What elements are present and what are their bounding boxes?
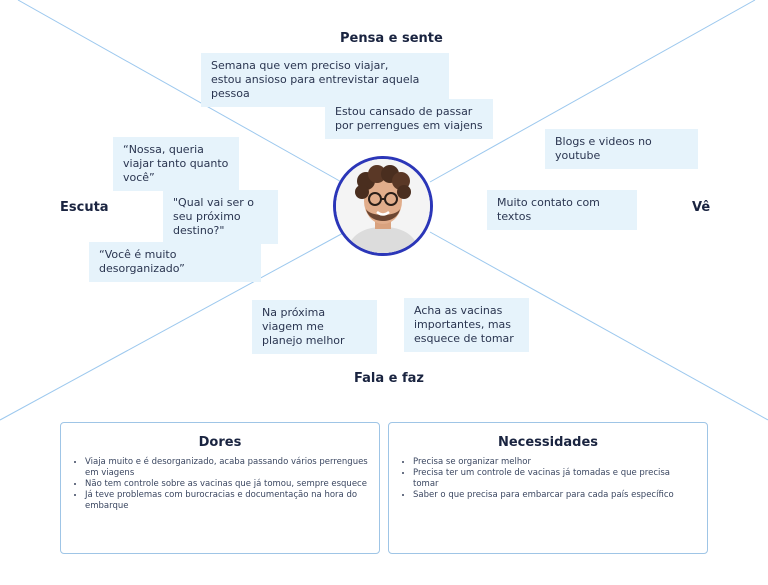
list-item: Saber o que precisa para embarcar para c… bbox=[413, 490, 697, 501]
necessidades-list: Precisa se organizar melhor Precisa ter … bbox=[403, 457, 697, 501]
sticky-note-textos: Muito contato com textos bbox=[487, 190, 637, 230]
sticky-note-proximo-destino: "Qual vai ser o seu próximo destino?" bbox=[163, 190, 278, 244]
sticky-note-vacinas: Acha as vacinas importantes, mas esquece… bbox=[404, 298, 529, 352]
section-title-fala-faz: Fala e faz bbox=[354, 371, 424, 386]
dores-list: Viaja muito e é desorganizado, acaba pas… bbox=[75, 457, 369, 512]
necessidades-card: Necessidades Precisa se organizar melhor… bbox=[388, 422, 708, 554]
section-title-escuta: Escuta bbox=[60, 200, 109, 215]
sticky-note-nossa: “Nossa, queria viajar tanto quanto você” bbox=[113, 137, 239, 191]
necessidades-title: Necessidades bbox=[497, 435, 599, 450]
sticky-note-viajar: Semana que vem preciso viajar, estou ans… bbox=[201, 53, 449, 107]
list-item: Viaja muito e é desorganizado, acaba pas… bbox=[85, 457, 369, 479]
sticky-note-planejo: Na próxima viagem me planejo melhor bbox=[252, 300, 377, 354]
section-title-ve: Vê bbox=[692, 200, 711, 215]
dores-card: Dores Viaja muito e é desorganizado, aca… bbox=[60, 422, 380, 554]
persona-avatar bbox=[333, 156, 433, 256]
dores-title: Dores bbox=[198, 435, 242, 450]
list-item: Já teve problemas com burocracias e docu… bbox=[85, 490, 369, 512]
sticky-note-cansado: Estou cansado de passar por perrengues e… bbox=[325, 99, 493, 139]
list-item: Não tem controle sobre as vacinas que já… bbox=[85, 479, 369, 490]
list-item: Precisa se organizar melhor bbox=[413, 457, 697, 468]
list-item: Precisa ter um controle de vacinas já to… bbox=[413, 468, 697, 490]
section-title-pensa-sente: Pensa e sente bbox=[340, 31, 443, 46]
sticky-note-blogs: Blogs e videos no youtube bbox=[545, 129, 698, 169]
sticky-note-desorganizado: “Você é muito desorganizado” bbox=[89, 242, 261, 282]
persona-illustration bbox=[336, 159, 430, 253]
